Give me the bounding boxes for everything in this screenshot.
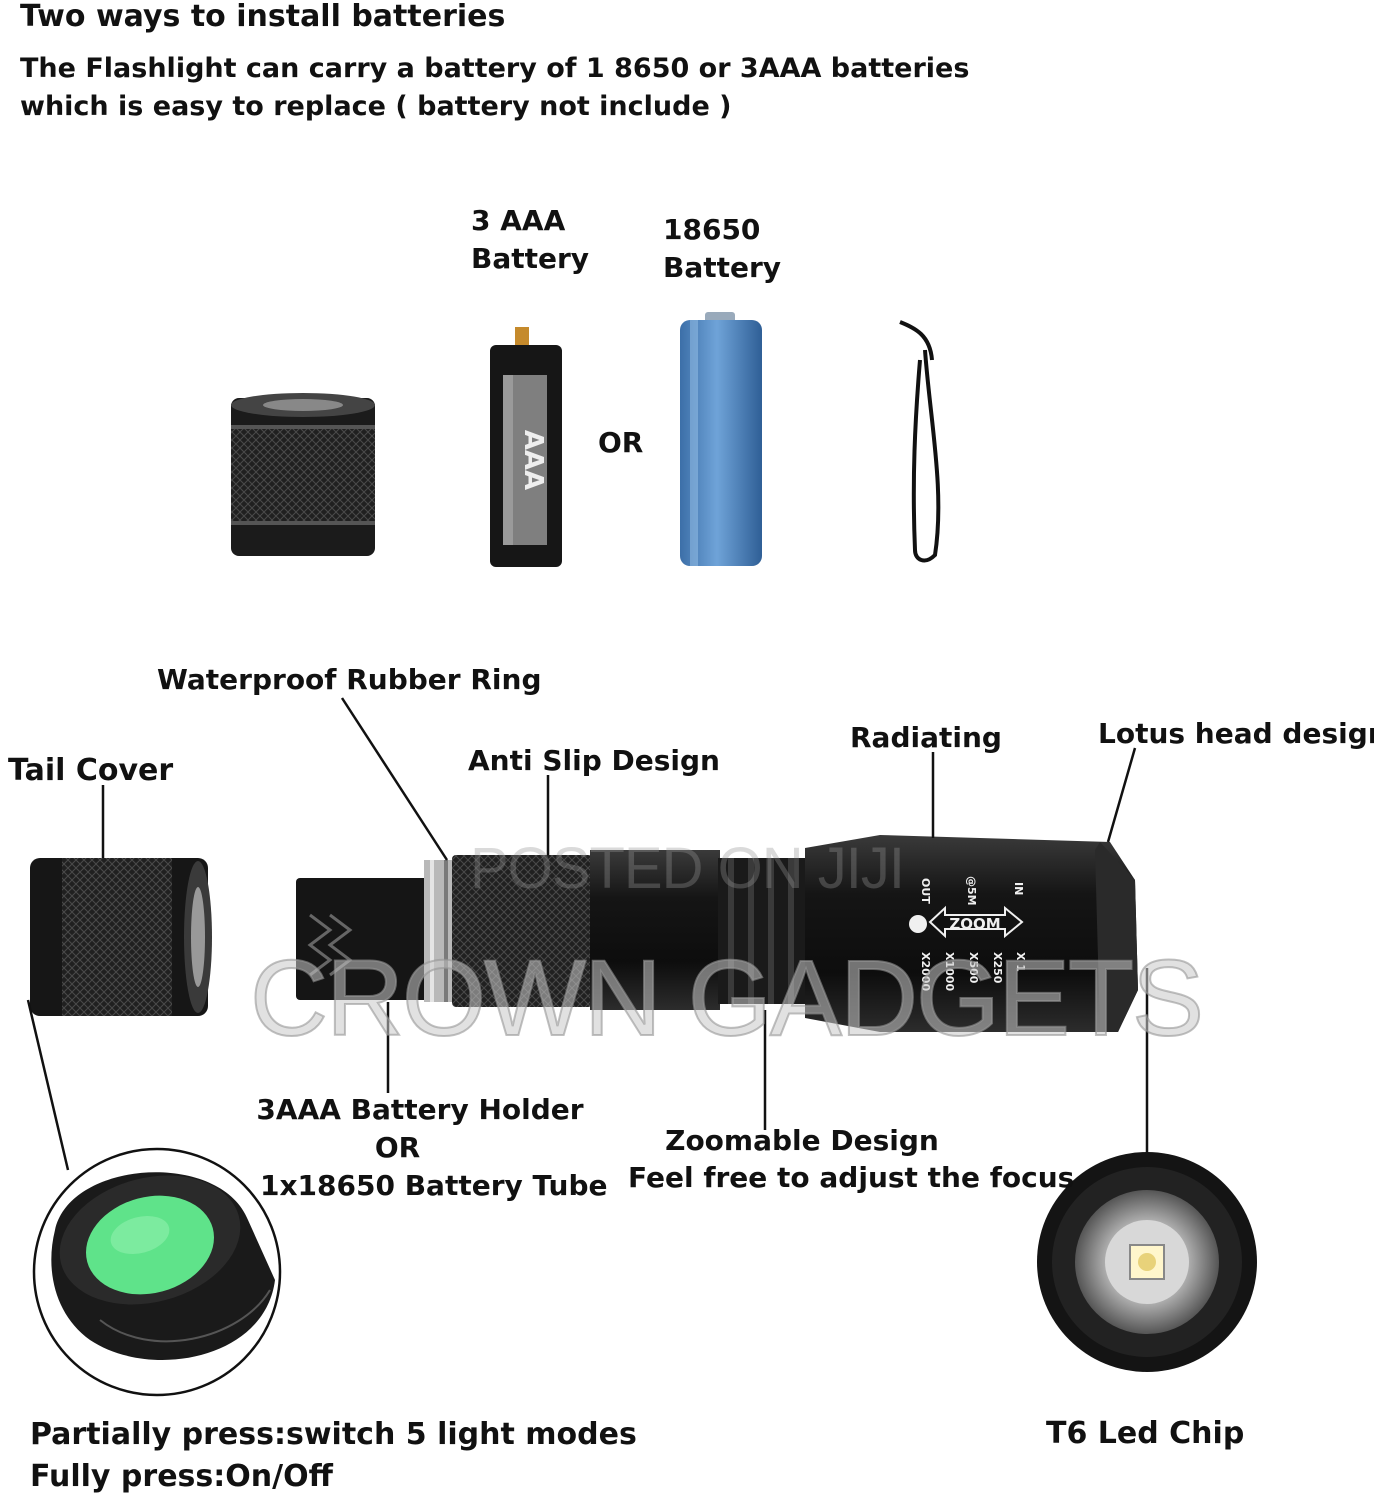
out-marking: OUT xyxy=(919,878,932,904)
zoom-label-line-1: Zoomable Design xyxy=(665,1124,939,1157)
radiating-label: Radiating xyxy=(850,721,1002,754)
description-line-1: The Flashlight can carry a battery of 1 … xyxy=(20,53,970,84)
at5m-marking: @5M xyxy=(965,876,978,906)
led-chip-label: T6 Led Chip xyxy=(1046,1416,1245,1451)
aaa-battery-label-line-2: Battery xyxy=(471,242,590,275)
anti-slip-label: Anti Slip Design xyxy=(468,744,720,777)
battery-18650-label-line-2: Battery xyxy=(663,251,782,284)
page-title: Two ways to install batteries xyxy=(20,0,506,34)
x500-marking: X500 xyxy=(967,952,980,984)
battery-18650-image xyxy=(680,312,762,566)
aaa-marking: AAA xyxy=(518,430,548,490)
x250-marking: X250 xyxy=(991,952,1004,984)
or-separator: OR xyxy=(598,426,644,459)
x2000-marking: X2000 xyxy=(919,952,932,991)
tail-switch-detail xyxy=(32,1147,282,1397)
rubber-ring-label: Waterproof Rubber Ring xyxy=(157,663,542,696)
zoom-marking: ZOOM xyxy=(949,915,1000,933)
lotus-head-label: Lotus head design xyxy=(1098,717,1374,750)
x1-marking: X 1 xyxy=(1014,952,1027,972)
in-marking: IN xyxy=(1012,882,1025,895)
battery-18650-label-line-1: 18650 xyxy=(663,213,761,246)
x1000-marking: X1000 xyxy=(943,952,956,991)
holder-label-line-3: 1x18650 Battery Tube xyxy=(260,1169,608,1202)
aaa-battery-holder-image: AAA xyxy=(490,327,562,567)
brand-watermark: CROWN GADGETS xyxy=(249,936,1205,1059)
tail-cap-image xyxy=(231,393,375,556)
tail-cover-label: Tail Cover xyxy=(8,753,174,788)
switch-label-line-1: Partially press:switch 5 light modes xyxy=(30,1417,637,1452)
lanyard-image xyxy=(899,320,941,563)
holder-label-line-2: OR xyxy=(374,1131,421,1164)
flashlight-body: ZOOM IN @5M OUT X 1 X250 X500 X1000 X200… xyxy=(30,835,1138,1032)
holder-label-line-1: 3AAA Battery Holder xyxy=(256,1093,584,1126)
led-head-detail xyxy=(1037,1152,1257,1372)
posted-watermark: POSTED ON JIJI xyxy=(470,836,905,901)
aaa-battery-label-line-1: 3 AAA xyxy=(471,204,566,237)
leader-lines xyxy=(26,697,1149,1171)
zoom-label-line-2: Feel free to adjust the focus xyxy=(628,1161,1075,1194)
description-line-2: which is easy to replace ( battery not i… xyxy=(20,91,732,122)
switch-label-line-2: Fully press:On/Off xyxy=(30,1459,333,1494)
